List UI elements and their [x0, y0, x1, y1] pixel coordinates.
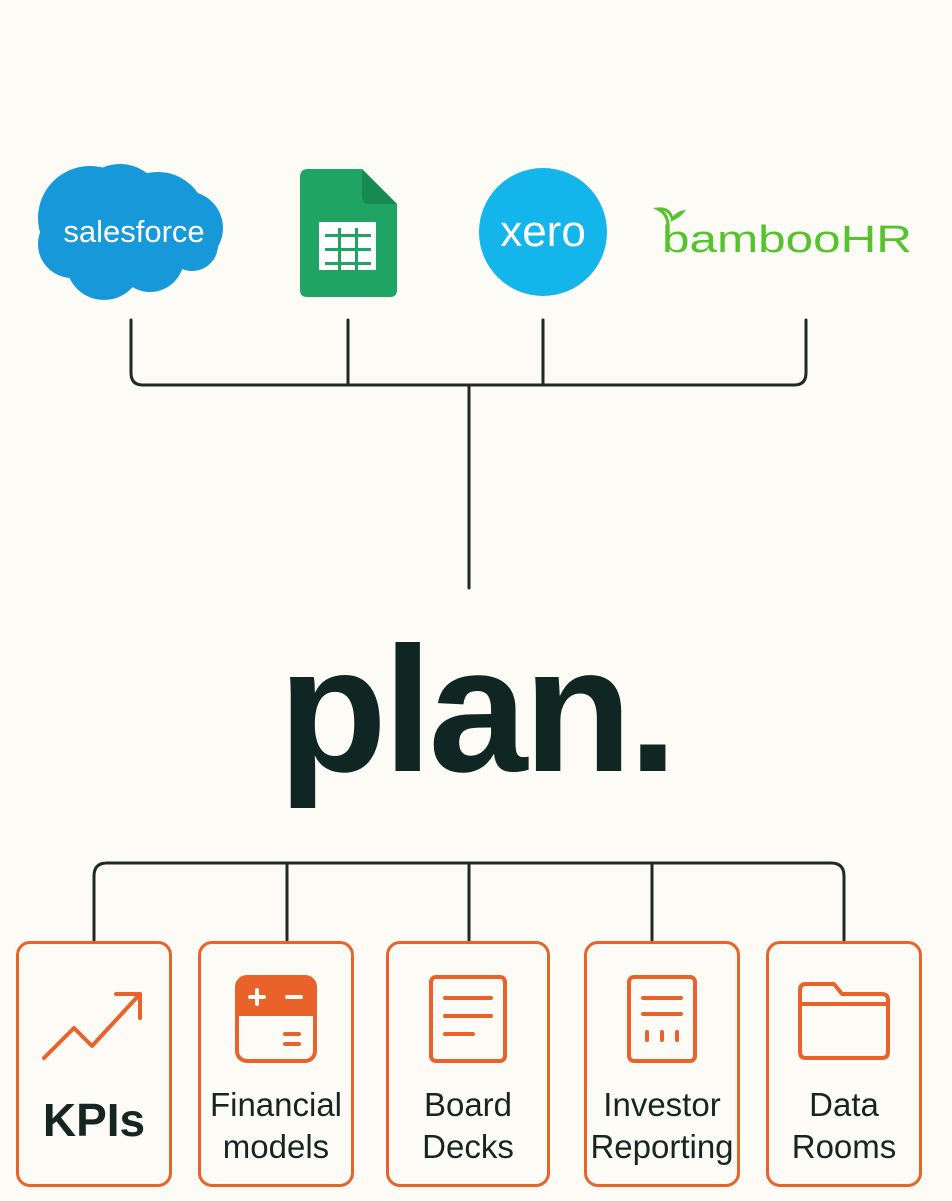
output-card-label-line: Reporting	[590, 1128, 734, 1165]
output-card-label-line: Investor	[603, 1086, 721, 1123]
output-card-kpis: KPIs	[16, 941, 172, 1187]
report-icon	[587, 972, 737, 1068]
source-connector	[129, 318, 808, 387]
output-card-label-line: Rooms	[791, 1128, 897, 1165]
trending-up-icon	[19, 972, 169, 1068]
output-card-label-line: KPIs	[42, 1094, 146, 1146]
plan-wordmark: plan.	[278, 610, 677, 809]
output-card-label-line: Board	[423, 1086, 513, 1123]
folder-icon	[769, 972, 919, 1068]
document-icon	[389, 972, 547, 1068]
output-card-label-line: Decks	[422, 1128, 514, 1165]
calculator-icon	[201, 972, 351, 1068]
output-card-label-line: Financial	[209, 1086, 343, 1123]
output-card-board-decks: Board Decks	[386, 941, 550, 1187]
output-card-data-rooms: Data Rooms	[766, 941, 922, 1187]
output-card-label-line: Data	[809, 1086, 879, 1123]
output-card-label-line: models	[222, 1128, 330, 1165]
output-card-label: Board Decks	[389, 1084, 547, 1168]
output-card-label: Data Rooms	[769, 1084, 919, 1168]
output-card-financial-models: Financial models	[198, 941, 354, 1187]
output-card-label: Investor Reporting	[587, 1084, 737, 1168]
output-card-investor-reporting: Investor Reporting	[584, 941, 740, 1187]
output-card-label: KPIs	[19, 1092, 169, 1148]
output-card-label: Financial models	[201, 1084, 351, 1168]
